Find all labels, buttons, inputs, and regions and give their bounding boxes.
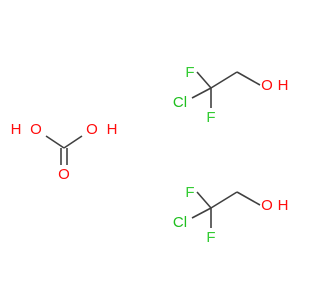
atom-oxygen: O [86,121,98,138]
atom-fluorine: F [185,184,194,201]
atom-oxygen: O [30,121,42,138]
bond [236,71,261,86]
atom-hydrogen: H [11,121,22,138]
atom-hydrogen: H [278,77,289,94]
atom-oxygen: O [58,166,70,183]
bond [191,207,212,219]
atom-fluorine: F [185,64,194,81]
molecule-chlorodifluoroethanol-lower: F F Cl O H [173,184,289,246]
atom-chlorine: Cl [173,94,187,111]
bond [210,191,238,209]
atom-chlorine: Cl [173,214,187,231]
molecule-carbonic-acid: H O O H O [11,121,118,183]
atom-hydrogen: H [278,197,289,214]
bond [196,71,212,89]
bond [196,191,212,209]
bond [236,191,261,206]
bond [45,135,65,149]
bond [63,135,83,149]
atom-oxygen: O [261,77,273,94]
structure-canvas: F F Cl O H H O O H O F F Cl O H [11,64,289,246]
atom-hydrogen: H [107,121,118,138]
atom-oxygen: O [261,197,273,214]
atom-fluorine: F [206,109,215,126]
bond [191,87,212,99]
bond [210,71,238,89]
molecule-chlorodifluoroethanol-upper: F F Cl O H [173,64,289,126]
atom-fluorine: F [206,229,215,246]
